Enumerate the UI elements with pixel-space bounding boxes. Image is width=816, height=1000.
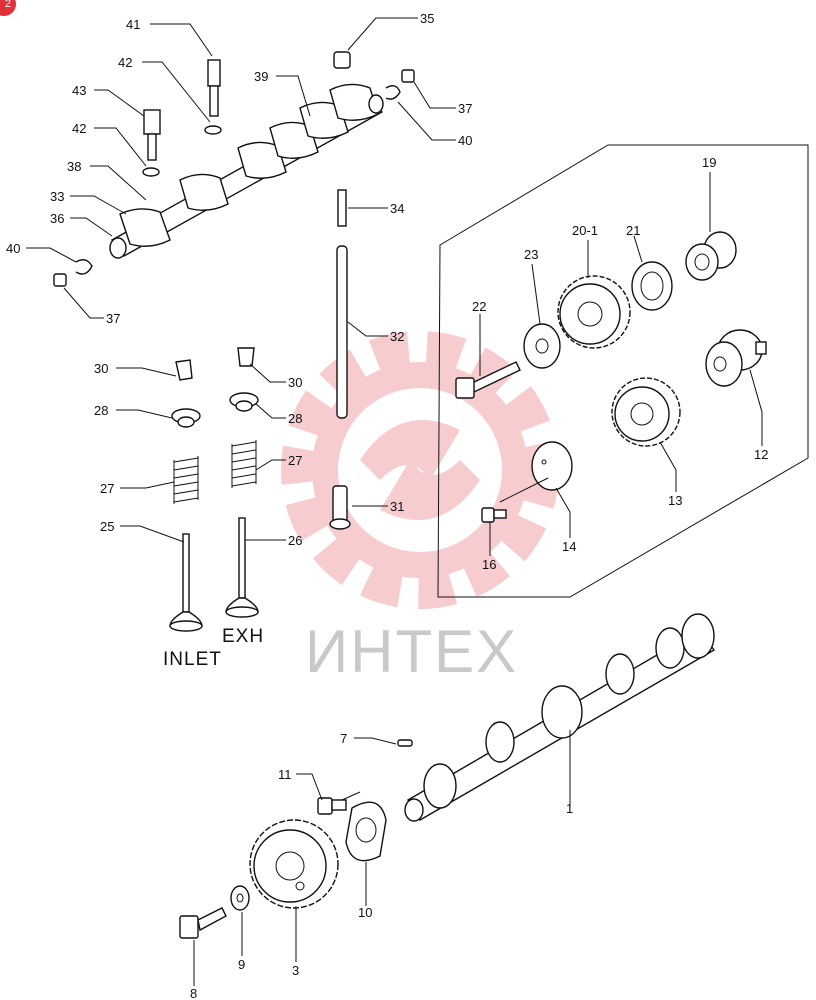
thrust-plate-14 xyxy=(531,441,573,491)
label-21: 21 xyxy=(626,223,640,238)
label-13: 13 xyxy=(668,493,682,508)
valve-spring-27-inlet xyxy=(173,456,199,504)
idler-shaft-19 xyxy=(685,231,737,281)
label-19: 19 xyxy=(702,155,716,170)
bolt-11 xyxy=(317,797,347,815)
label-33: 33 xyxy=(50,189,64,204)
label-40-right: 40 xyxy=(458,133,472,148)
washer-9 xyxy=(230,885,250,911)
label-26: 26 xyxy=(288,533,302,548)
label-3: 3 xyxy=(292,963,299,978)
label-37-left: 37 xyxy=(106,311,120,326)
thrust-washer-23 xyxy=(523,323,561,369)
label-36: 36 xyxy=(50,211,64,226)
washer-42-lower xyxy=(142,167,160,177)
caption-inlet: INLET xyxy=(163,649,222,670)
rocker-shaft-assembly xyxy=(109,83,384,259)
cam-gear-3 xyxy=(249,819,339,909)
label-38: 38 xyxy=(67,159,81,174)
inlet-valve-25 xyxy=(169,533,203,632)
label-16: 16 xyxy=(482,557,496,572)
watermark-text: ИНТЕХ xyxy=(305,618,518,685)
adjuster-screw-34 xyxy=(337,189,347,227)
label-10: 10 xyxy=(358,905,372,920)
label-43: 43 xyxy=(72,83,86,98)
label-22: 22 xyxy=(472,299,486,314)
rocker-bolt-41 xyxy=(207,59,221,117)
washer-42-upper xyxy=(204,125,222,135)
label-8: 8 xyxy=(190,986,197,1000)
label-41: 41 xyxy=(126,17,140,32)
label-14: 14 xyxy=(562,539,576,554)
exhaust-valve-26 xyxy=(225,517,259,618)
label-37-right: 37 xyxy=(458,101,472,116)
gear-13 xyxy=(611,377,681,447)
label-32: 32 xyxy=(390,329,404,344)
label-30-inlet: 30 xyxy=(94,361,108,376)
label-23: 23 xyxy=(524,247,538,262)
idler-gear-shaft-12 xyxy=(705,329,767,387)
label-40-left: 40 xyxy=(6,241,20,256)
label-31: 31 xyxy=(390,499,404,514)
plug-37-right xyxy=(401,69,415,83)
push-rod-32 xyxy=(336,245,348,419)
watermark-logo xyxy=(281,331,559,609)
label-35: 35 xyxy=(420,11,434,26)
leader-lines xyxy=(26,17,763,986)
label-39: 39 xyxy=(254,69,268,84)
label-34: 34 xyxy=(390,201,404,216)
label-9: 9 xyxy=(238,957,245,972)
spring-retainer-28-exhaust xyxy=(229,392,259,412)
valve-spring-27-exhaust xyxy=(231,440,257,488)
caption-exhaust: EXH xyxy=(222,626,264,647)
idler-gear-20-1 xyxy=(557,275,631,349)
label-27-inlet: 27 xyxy=(100,481,114,496)
label-28-exhaust: 28 xyxy=(288,411,302,426)
circlip-40-right xyxy=(385,85,401,100)
gear-panel-outline xyxy=(437,144,809,598)
label-7: 7 xyxy=(340,731,347,746)
label-42-lower: 42 xyxy=(72,121,86,136)
circlip-40-left xyxy=(75,259,93,275)
plug-37-left xyxy=(53,273,67,287)
tappet-31 xyxy=(329,485,351,530)
label-28-inlet: 28 xyxy=(94,403,108,418)
rocker-bolt-43 xyxy=(143,109,161,161)
page-badge: 2 xyxy=(0,0,16,16)
nut-35 xyxy=(333,51,351,69)
label-30-exhaust: 30 xyxy=(288,375,302,390)
valve-collet-30-inlet xyxy=(175,359,193,381)
bolt-16 xyxy=(481,507,507,523)
camshaft-1 xyxy=(404,613,716,822)
label-25: 25 xyxy=(100,519,114,534)
part-labels: 41 42 43 42 38 33 36 40 37 39 35 37 40 3… xyxy=(6,11,768,1000)
label-1: 1 xyxy=(566,801,573,816)
gasket-10 xyxy=(345,801,387,862)
spring-retainer-28-inlet xyxy=(171,408,201,428)
label-20-1: 20-1 xyxy=(572,223,598,238)
bearing-21 xyxy=(631,261,673,311)
bolt-8 xyxy=(179,907,227,939)
bolt-22 xyxy=(455,361,521,399)
label-12: 12 xyxy=(754,447,768,462)
label-42-upper: 42 xyxy=(118,55,132,70)
key-7 xyxy=(397,739,413,747)
valve-collet-30-exhaust xyxy=(237,347,255,367)
label-11: 11 xyxy=(278,767,292,782)
label-27-exhaust: 27 xyxy=(288,453,302,468)
